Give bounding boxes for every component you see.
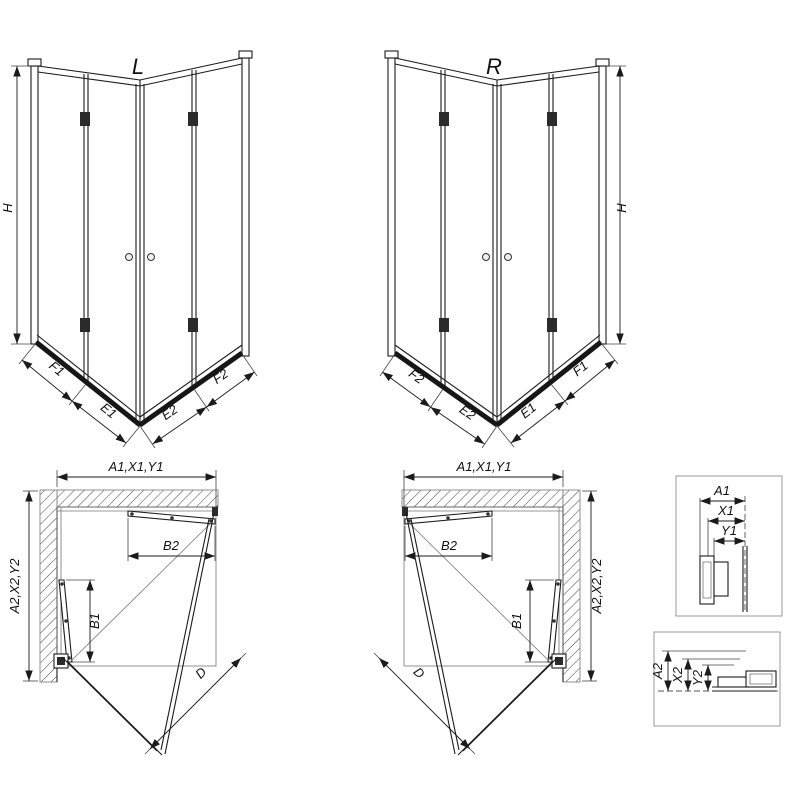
door-knob-icon xyxy=(504,253,512,261)
shower-tray-outline xyxy=(403,506,564,667)
dimension-b1-l: B1 xyxy=(66,579,102,663)
hinge-icon xyxy=(80,318,90,332)
dim-label-y1: Y1 xyxy=(721,523,737,538)
dim-label-a2: A2 xyxy=(650,662,665,680)
wall-profile-right xyxy=(598,65,607,345)
dim-label-b1: B1 xyxy=(87,613,102,629)
wall-profile-right xyxy=(241,57,250,357)
dim-label-b2: B2 xyxy=(441,538,458,553)
dim-label-a2x2y2: A2,X2,Y2 xyxy=(589,558,604,615)
hinge-icon xyxy=(188,318,198,332)
dim-label-a2x2y2: A2,X2,Y2 xyxy=(7,558,22,615)
corner-fitting xyxy=(402,507,408,516)
dimension-b1-r: B1 xyxy=(509,579,554,663)
hinge-icon xyxy=(439,318,449,332)
dim-label-h: H xyxy=(0,203,15,213)
hinge-icon xyxy=(547,318,557,332)
door-knob-icon xyxy=(125,253,133,261)
dimension-a1-r: A1,X1,Y1 xyxy=(403,459,564,508)
hinge-icon xyxy=(547,112,557,126)
dimension-height-r: H xyxy=(606,65,629,345)
profile-cap xyxy=(238,50,253,59)
wall-profile-left xyxy=(30,65,39,345)
perspective-view-l: L H xyxy=(0,50,258,449)
dimension-b2-r: B2 xyxy=(404,518,493,561)
clamp-section xyxy=(713,561,729,597)
dim-label-a1: A1 xyxy=(713,483,730,498)
dim-label-e2: E2 xyxy=(159,401,181,423)
dim-label-x2: X2 xyxy=(670,666,685,684)
dim-label-b2: B2 xyxy=(163,538,180,553)
shower-tray-outline xyxy=(56,506,217,667)
dim-label-e2: E2 xyxy=(457,402,479,424)
dim-label-f2: F2 xyxy=(406,366,428,387)
hinge-icon xyxy=(80,112,90,126)
clamp-section xyxy=(717,676,749,688)
dim-label-x1: X1 xyxy=(717,503,734,518)
hinge-icon xyxy=(188,112,198,126)
dimension-d-l: D xyxy=(144,652,247,755)
dim-label-f1: F1 xyxy=(570,358,591,379)
hinge-icon xyxy=(439,112,449,126)
dim-label-e1: E1 xyxy=(98,400,120,422)
perspective-view-r: R H xyxy=(379,50,629,449)
door-knob-icon xyxy=(147,253,155,261)
wall-hatched-top xyxy=(56,489,219,508)
dim-label-f2: F2 xyxy=(210,365,232,386)
bottom-rail xyxy=(138,350,244,428)
wall-hatched-top xyxy=(401,489,564,508)
profile-detail-top: A1 X1 Y1 xyxy=(675,475,783,617)
view-l-title: L xyxy=(132,54,144,79)
dimension-bottom-l: F1 E1 E2 F2 xyxy=(18,342,258,449)
dimension-a1-l: A1,X1,Y1 xyxy=(56,459,217,508)
detail-frame xyxy=(653,631,781,727)
dim-label-d: D xyxy=(411,664,428,681)
detail-frame xyxy=(675,475,783,617)
wall-profile-section xyxy=(699,555,715,605)
corner-fitting xyxy=(212,507,218,516)
view-r-title: R xyxy=(486,54,502,79)
dimension-d-r: D xyxy=(373,652,476,755)
dim-label-a1x1y1: A1,X1,Y1 xyxy=(456,459,512,474)
wall-hatched-right xyxy=(562,489,581,683)
wall-profile-section xyxy=(745,670,777,688)
dim-label-e1: E1 xyxy=(517,400,539,422)
door-knob-icon xyxy=(482,253,490,261)
dimension-a2-r: A2,X2,Y2 xyxy=(582,490,604,682)
plan-view-l: A1,X1,Y1 A2,X2,Y2 B2 B1 D xyxy=(7,459,247,756)
profile-cap xyxy=(384,50,399,59)
dim-label-f1: F1 xyxy=(46,358,67,379)
dimension-height-l: H xyxy=(0,65,31,345)
dim-label-a1x1y1: A1,X1,Y1 xyxy=(108,459,164,474)
dim-label-d: D xyxy=(192,664,209,681)
dim-label-b1: B1 xyxy=(509,613,524,629)
dim-label-y2: Y2 xyxy=(690,669,705,686)
dimension-b2-l: B2 xyxy=(127,518,216,561)
profile-cap xyxy=(595,58,610,67)
plan-view-r: A1,X1,Y1 A2,X2,Y2 B2 B1 D xyxy=(373,459,604,756)
bottom-rail xyxy=(393,350,499,428)
wall-profile-left xyxy=(387,57,396,357)
dimension-a2-l: A2,X2,Y2 xyxy=(7,490,38,682)
profile-detail-bottom: A2 X2 Y2 xyxy=(650,631,781,727)
dim-label-h: H xyxy=(614,203,629,213)
wall-hatched-left xyxy=(39,489,58,683)
profile-cap xyxy=(27,58,42,67)
